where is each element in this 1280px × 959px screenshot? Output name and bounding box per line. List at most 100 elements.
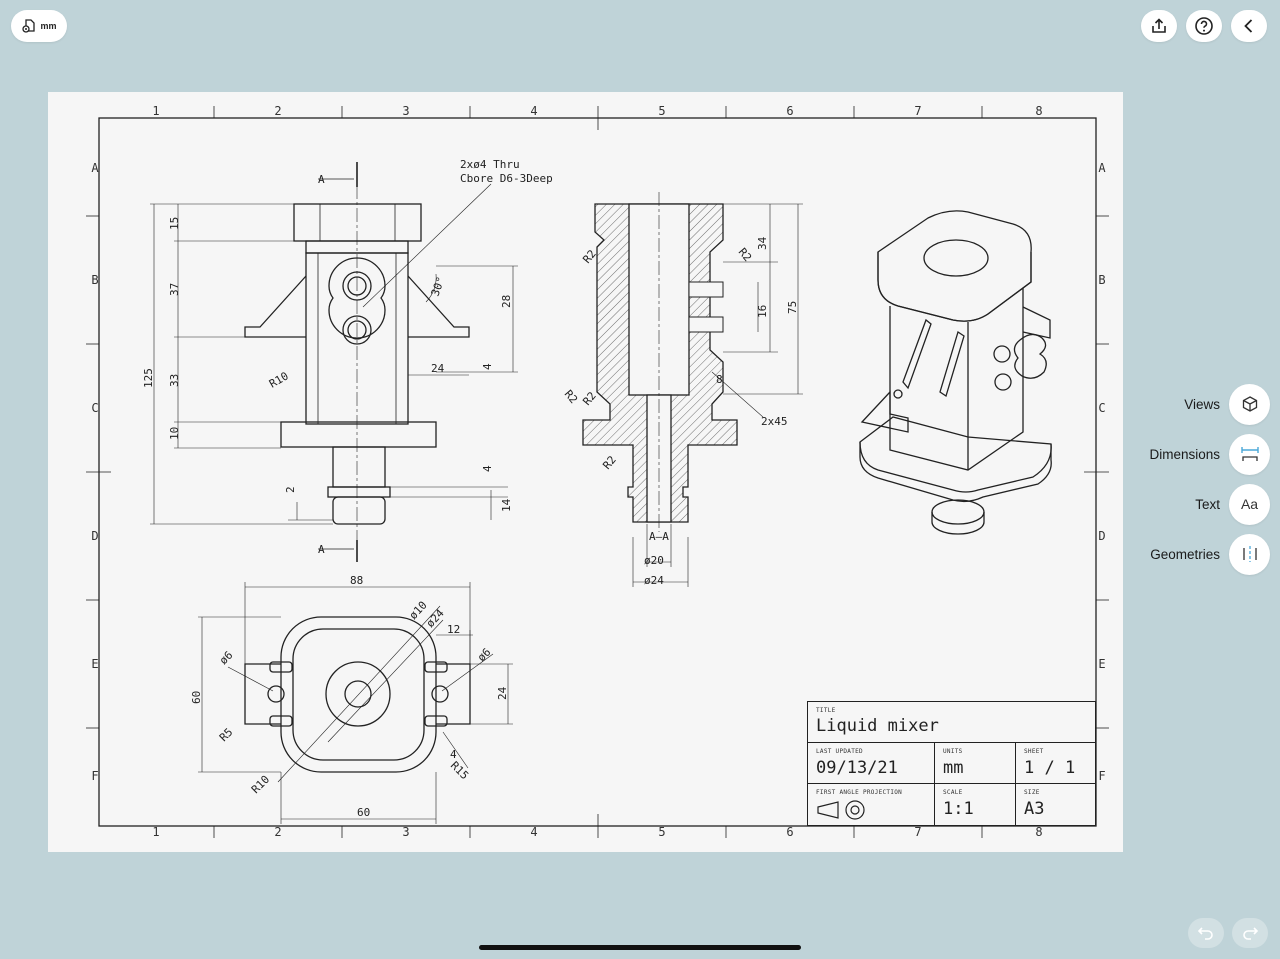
- undo-icon: [1197, 927, 1213, 940]
- title-cell[interactable]: TITLE Liquid mixer: [808, 702, 1095, 743]
- dim-r15: R15: [448, 759, 471, 782]
- dimension-icon: [1240, 447, 1259, 461]
- dim-88: 88: [350, 574, 363, 587]
- section-marker-top: A: [318, 173, 325, 186]
- dim-r2-e: R2: [600, 453, 618, 472]
- dim-r2-d: R2: [580, 389, 598, 408]
- dim-4-lower: 4: [481, 465, 494, 472]
- units-label: mm: [40, 21, 57, 31]
- dim-r2-a: R2: [580, 247, 598, 266]
- section-label: A–A: [649, 530, 669, 543]
- zone-row-b: B: [91, 273, 98, 287]
- zone-col-8: 8: [1035, 104, 1042, 118]
- sheet-caption: SHEET: [1024, 748, 1044, 755]
- views-label: Views: [1184, 396, 1220, 412]
- scale-caption: SCALE: [943, 789, 963, 796]
- dim-8: 8: [716, 373, 723, 386]
- redo-icon: [1243, 927, 1259, 940]
- dim-2: 2: [284, 486, 297, 493]
- redo-button[interactable]: [1232, 918, 1268, 948]
- dim-dia6-left: ø6: [217, 649, 236, 668]
- zone-col-2-bottom: 2: [274, 825, 281, 839]
- units-cell[interactable]: UNITS mm: [935, 743, 1016, 784]
- zone-row-c-right: C: [1098, 401, 1105, 415]
- last-updated-caption: LAST UPDATED: [816, 748, 863, 755]
- dim-10: 10: [168, 427, 181, 440]
- zone-row-c: C: [91, 401, 98, 415]
- units-button[interactable]: mm: [11, 10, 67, 42]
- document-gear-icon: [22, 19, 36, 33]
- zone-col-6-bottom: 6: [786, 825, 793, 839]
- geometries-button[interactable]: [1229, 533, 1270, 575]
- dimensions-tool[interactable]: Dimensions: [1149, 432, 1270, 476]
- callout-line-1: 2xø4 Thru: [460, 158, 520, 171]
- drawing-title: Liquid mixer: [816, 716, 939, 736]
- zone-col-2: 2: [274, 104, 281, 118]
- text-label: Text: [1195, 496, 1220, 512]
- scale-cell[interactable]: SCALE 1:1: [935, 784, 1016, 825]
- drawing-sheet[interactable]: 1 2 3 4 5 6 7 8 1 2 3 4 5 6 7 8 A B C D …: [48, 92, 1123, 852]
- zone-row-d-right: D: [1098, 529, 1105, 543]
- views-button[interactable]: [1229, 383, 1270, 425]
- dim-4-upper: 4: [481, 363, 494, 370]
- zone-row-a-right: A: [1098, 161, 1106, 175]
- text-button[interactable]: Aa: [1229, 483, 1270, 525]
- size-cell[interactable]: SIZE A3: [1016, 784, 1095, 825]
- zone-col-4: 4: [530, 104, 537, 118]
- dim-chamfer: 2x45: [761, 415, 788, 428]
- zone-col-3: 3: [402, 104, 409, 118]
- size-caption: SIZE: [1024, 789, 1040, 796]
- zone-row-b-right: B: [1098, 273, 1105, 287]
- projection-cell[interactable]: FIRST ANGLE PROJECTION: [808, 784, 935, 825]
- back-button[interactable]: [1231, 10, 1267, 42]
- dim-r10-top: R10: [249, 773, 272, 796]
- dim-dia20: ø20: [644, 554, 664, 567]
- front-view[interactable]: [244, 162, 492, 562]
- dim-60-vertical: 60: [190, 691, 203, 704]
- zone-row-f: F: [91, 769, 98, 783]
- geometries-label: Geometries: [1150, 546, 1220, 562]
- dim-33: 33: [168, 374, 181, 387]
- zone-col-8-bottom: 8: [1035, 825, 1042, 839]
- text-icon: Aa: [1240, 496, 1259, 512]
- dim-16: 16: [756, 305, 769, 318]
- zone-row-e: E: [91, 657, 98, 671]
- geometries-tool[interactable]: Geometries: [1150, 532, 1270, 576]
- dimensions-label: Dimensions: [1149, 446, 1220, 462]
- last-updated-value: 09/13/21: [816, 758, 898, 778]
- dim-75: 75: [786, 301, 799, 314]
- top-view[interactable]: [244, 616, 471, 773]
- dim-24: 24: [431, 362, 445, 375]
- zone-col-7-bottom: 7: [914, 825, 921, 839]
- question-icon: [1195, 17, 1213, 35]
- section-view[interactable]: [582, 192, 738, 532]
- dim-125: 125: [142, 368, 155, 388]
- cube-icon: [1242, 396, 1257, 412]
- isometric-view[interactable]: [859, 210, 1052, 535]
- dim-37: 37: [168, 283, 181, 296]
- sheet-cell[interactable]: SHEET 1 / 1: [1016, 743, 1095, 784]
- dim-15: 15: [168, 217, 181, 230]
- units-caption: UNITS: [943, 748, 963, 755]
- dim-dia6-right: ø6: [475, 646, 494, 665]
- technical-drawing: 1 2 3 4 5 6 7 8 1 2 3 4 5 6 7 8 A B C D …: [86, 104, 1109, 839]
- dim-14: 14: [500, 498, 513, 512]
- last-updated-cell[interactable]: LAST UPDATED 09/13/21: [808, 743, 935, 784]
- dim-r5: R5: [217, 726, 236, 745]
- size-value: A3: [1024, 799, 1045, 819]
- undo-button[interactable]: [1188, 918, 1224, 948]
- title-block[interactable]: TITLE Liquid mixer LAST UPDATED 09/13/21…: [807, 701, 1096, 826]
- dim-28: 28: [500, 295, 513, 308]
- zone-row-d: D: [91, 529, 98, 543]
- views-tool[interactable]: Views: [1184, 382, 1270, 426]
- text-tool[interactable]: Text Aa: [1195, 482, 1270, 526]
- dimensions-button[interactable]: [1229, 433, 1270, 475]
- dim-12: 12: [447, 623, 460, 636]
- zone-row-a: A: [91, 161, 99, 175]
- export-button[interactable]: [1141, 10, 1177, 42]
- dim-r2-b: R2: [736, 246, 754, 265]
- zone-col-5: 5: [658, 104, 665, 118]
- dim-dia24: ø24: [644, 574, 664, 587]
- top-view-dimensions: [198, 582, 513, 824]
- help-button[interactable]: [1186, 10, 1222, 42]
